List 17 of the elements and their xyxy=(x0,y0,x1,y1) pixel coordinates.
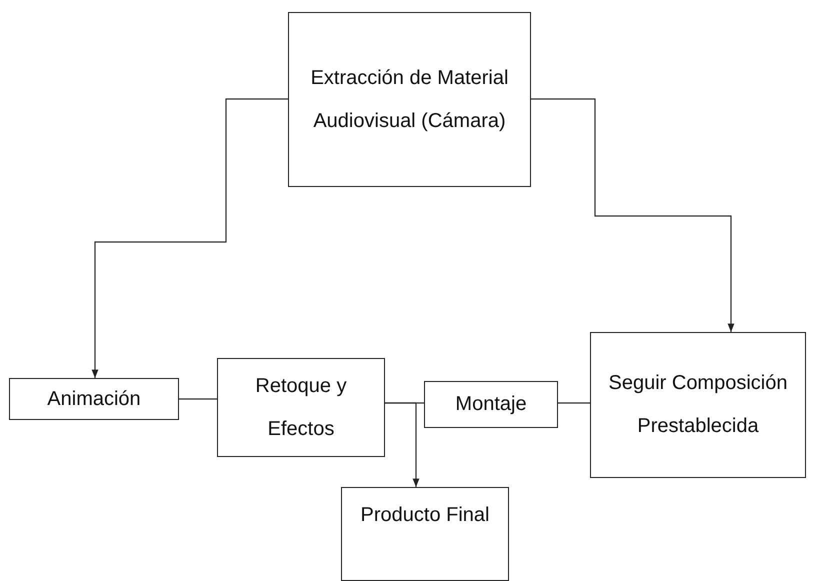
process-box xyxy=(424,381,558,428)
process-box xyxy=(341,487,509,581)
box-label: Seguir Composición Prestablecida xyxy=(608,371,788,439)
arrow xyxy=(385,402,420,487)
process-box xyxy=(9,378,179,420)
process-box xyxy=(590,332,806,478)
box-label: Producto Final xyxy=(360,503,490,528)
box-label: Animación xyxy=(47,386,141,412)
box-label: Retoque y Efectos xyxy=(254,374,348,442)
connector-line xyxy=(179,398,217,400)
process-box xyxy=(288,12,531,187)
connector-line xyxy=(558,402,590,404)
box-label: Montaje xyxy=(455,392,527,417)
box-label: Extracción de Material Audiovisual (Cámara) xyxy=(310,66,510,134)
process-box xyxy=(217,358,385,457)
arrow xyxy=(92,98,288,378)
arrow xyxy=(531,98,734,332)
